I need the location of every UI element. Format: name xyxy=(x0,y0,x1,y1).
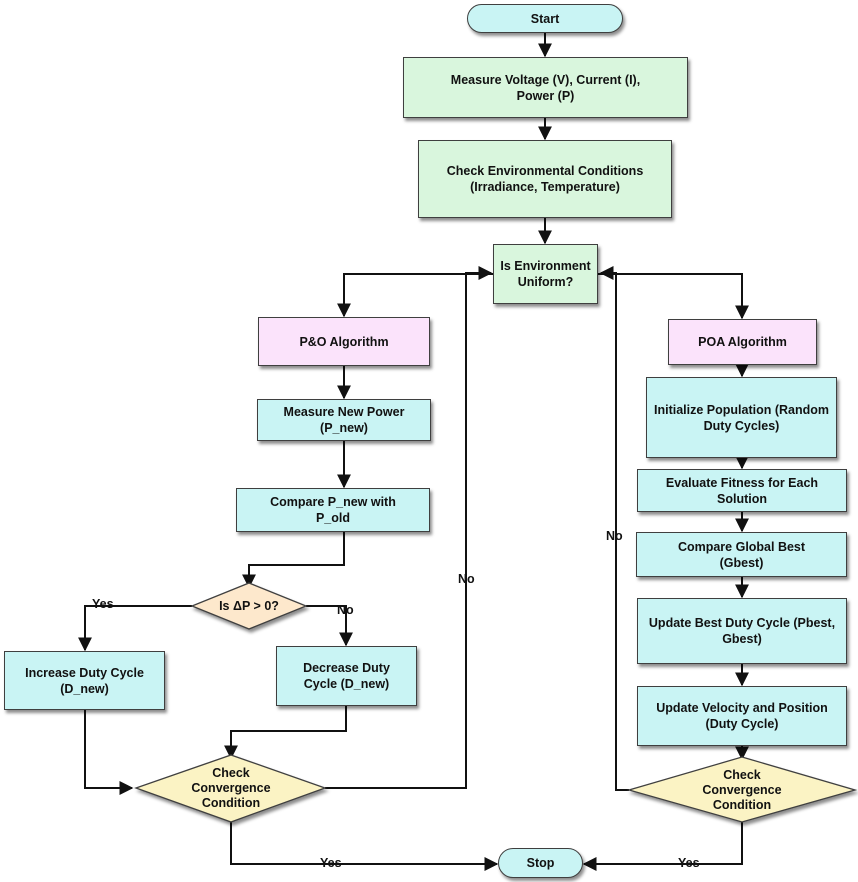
update-best-box: Update Best Duty Cycle (Pbest, Gbest) xyxy=(637,598,847,664)
arrow-to-poa-algorithm xyxy=(598,273,749,320)
init-population-label: Initialize Population (Random Duty Cycle… xyxy=(654,402,829,433)
update-velocity-label: Update Velocity and Position (Duty Cycle… xyxy=(656,701,828,731)
arrow-increase-to-check xyxy=(84,710,134,795)
poa-algorithm-label: POA Algorithm xyxy=(698,335,787,349)
arrow-right-no-loop xyxy=(599,266,629,791)
measure-new-power-label: Measure New Power (P_new) xyxy=(283,405,405,435)
arrow-left-no-loop xyxy=(325,266,493,789)
update-best-label: Update Best Duty Cycle (Pbest, Gbest) xyxy=(648,616,836,646)
dp-decision-label: Is ΔP > 0? xyxy=(219,598,279,613)
measure-new-power-box: Measure New Power (P_new) xyxy=(257,399,431,441)
measure-vip-label: Measure Voltage (V), Current (I), Power … xyxy=(450,72,641,103)
increase-duty-box: Increase Duty Cycle (D_new) xyxy=(4,651,165,710)
compare-gbest-box: Compare Global Best (Gbest) xyxy=(636,532,847,577)
init-population-box: Initialize Population (Random Duty Cycle… xyxy=(646,377,837,458)
check-environment-box: Check Environmental Conditions (Irradian… xyxy=(418,140,672,218)
edge-label-yes-dp: Yes xyxy=(92,597,114,611)
increase-duty-label: Increase Duty Cycle (D_new) xyxy=(25,665,144,696)
is-uniform-label: Is Environment Uniform? xyxy=(500,259,591,289)
start-terminal: Start xyxy=(467,4,623,33)
edge-label-no-right-loop: No xyxy=(606,529,623,543)
compare-gbest-label: Compare Global Best (Gbest) xyxy=(677,539,806,570)
right-convergence-text: Check Convergence Condition xyxy=(690,766,794,814)
eval-fitness-box: Evaluate Fitness for Each Solution xyxy=(637,469,847,512)
is-uniform-box: Is Environment Uniform? xyxy=(493,244,598,304)
stop-label: Stop xyxy=(526,856,555,870)
dp-decision-diamond xyxy=(190,582,308,630)
update-velocity-box: Update Velocity and Position (Duty Cycle… xyxy=(637,686,847,746)
arrow-left-yes-to-stop xyxy=(230,822,499,871)
stop-terminal: Stop xyxy=(498,848,583,878)
decrease-duty-label: Decrease Duty Cycle (D_new) xyxy=(303,661,390,691)
dp-decision-text: Is ΔP > 0? xyxy=(203,591,295,621)
poa-algorithm-box: POA Algorithm xyxy=(668,319,817,365)
compare-p-box: Compare P_new with P_old xyxy=(236,488,430,532)
po-algorithm-box: P&O Algorithm xyxy=(258,317,430,366)
arrow-compare-to-dp-decision xyxy=(242,532,345,589)
start-label: Start xyxy=(530,11,560,26)
left-convergence-diamond xyxy=(134,754,327,823)
arrow-dp-yes xyxy=(78,605,192,652)
left-convergence-label: Check Convergence Condition xyxy=(191,765,271,810)
check-environment-label: Check Environmental Conditions (Irradian… xyxy=(446,164,644,194)
right-convergence-label: Check Convergence Condition xyxy=(702,767,782,812)
right-convergence-diamond xyxy=(626,756,858,823)
arrow-right-yes-to-stop xyxy=(582,822,743,871)
po-algorithm-label: P&O Algorithm xyxy=(299,334,389,349)
edge-label-no-left-loop: No xyxy=(458,572,475,586)
left-convergence-text: Check Convergence Condition xyxy=(188,765,274,811)
edge-label-no-dp: No xyxy=(337,603,354,617)
arrow-decrease-to-check xyxy=(224,706,347,760)
edge-label-yes-left-stop: Yes xyxy=(320,856,342,870)
arrow-dp-no xyxy=(306,605,353,647)
measure-vip-box: Measure Voltage (V), Current (I), Power … xyxy=(403,57,688,118)
edge-label-yes-right-stop: Yes xyxy=(678,856,700,870)
eval-fitness-label: Evaluate Fitness for Each Solution xyxy=(665,475,819,506)
compare-p-label: Compare P_new with P_old xyxy=(270,495,396,525)
arrow-to-po-algorithm xyxy=(337,273,493,318)
decrease-duty-box: Decrease Duty Cycle (D_new) xyxy=(276,646,417,706)
